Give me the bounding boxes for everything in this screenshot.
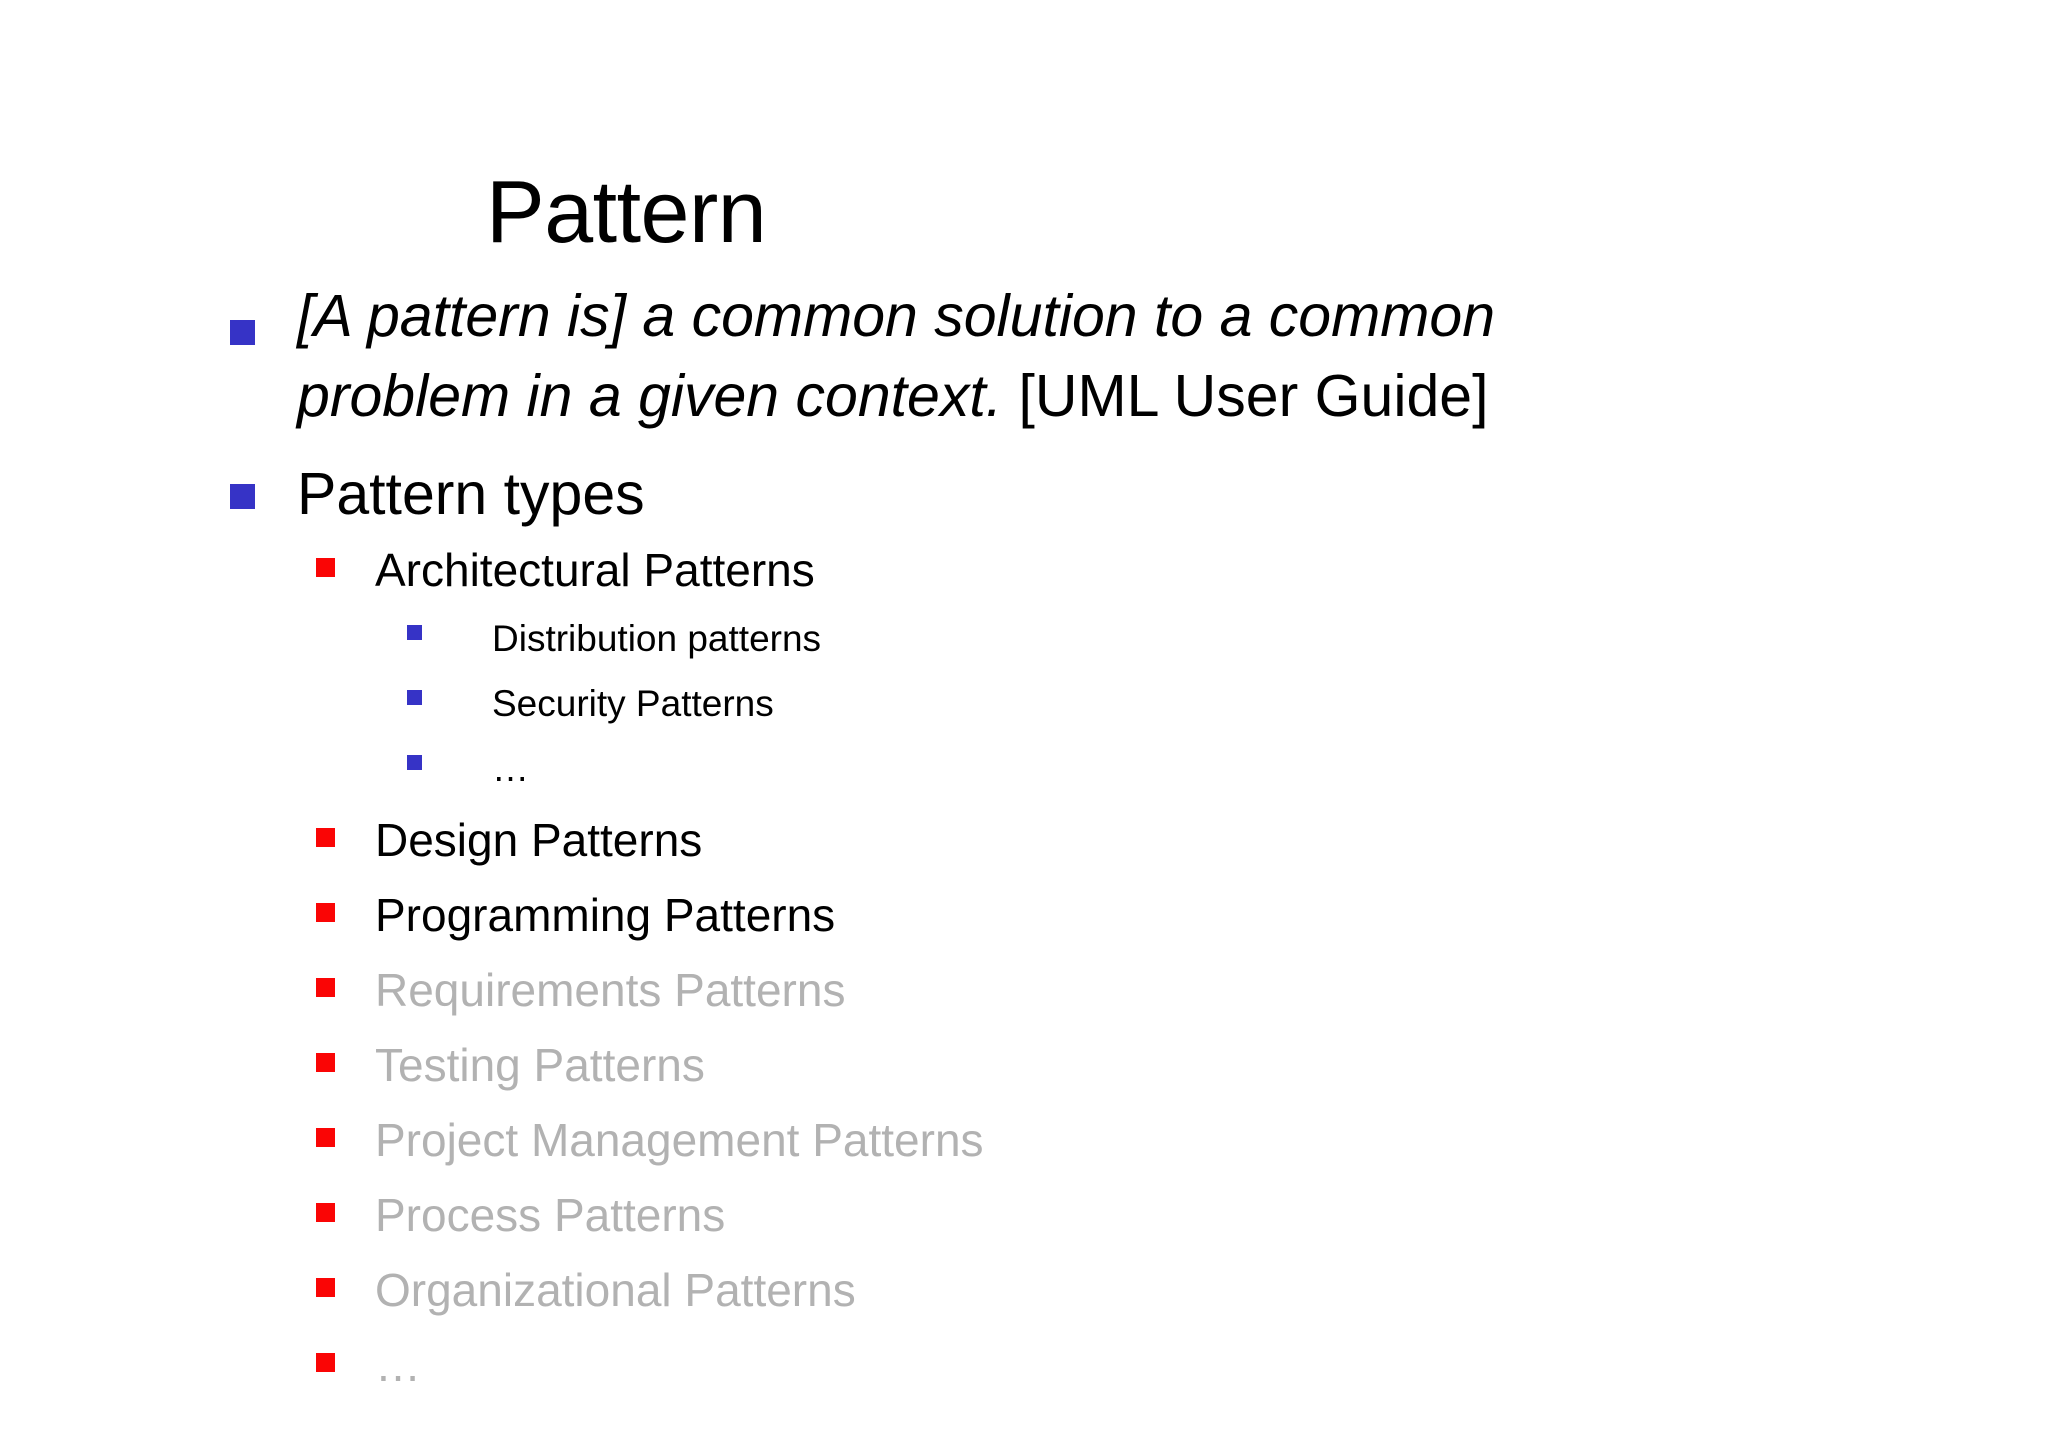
square-bullet-icon xyxy=(316,1053,335,1072)
square-bullet-icon xyxy=(316,903,335,922)
list-item-label: … xyxy=(375,1339,421,1391)
square-bullet-icon xyxy=(316,1353,335,1372)
square-bullet-icon xyxy=(316,828,335,847)
quote-source-part: [UML User Guide] xyxy=(1002,363,1489,429)
list-item-organizational-patterns: Organizational Patterns xyxy=(0,1256,2048,1325)
list-item-label: Security Patterns xyxy=(492,683,774,724)
list-item-quote: [A pattern is] a common solution to a co… xyxy=(0,276,2048,436)
list-item-process-patterns: Process Patterns xyxy=(0,1181,2048,1250)
list-item-label: Requirements Patterns xyxy=(375,964,846,1016)
list-item-project-management-patterns: Project Management Patterns xyxy=(0,1106,2048,1175)
square-bullet-icon xyxy=(316,1128,335,1147)
quote-text: [A pattern is] a common solution to a co… xyxy=(297,276,2048,436)
list-item-label: Design Patterns xyxy=(375,814,703,866)
list-item-label: Organizational Patterns xyxy=(375,1264,856,1316)
square-bullet-icon xyxy=(407,690,422,705)
list-item-label: Programming Patterns xyxy=(375,889,836,941)
list-item-pattern-types: Pattern types xyxy=(0,458,2048,530)
list-item-types-ellipsis: … xyxy=(0,1331,2048,1400)
square-bullet-icon xyxy=(316,1278,335,1297)
square-bullet-icon xyxy=(316,558,335,577)
quote-italic-part: [A pattern is] a common solution to a co… xyxy=(297,283,1512,429)
list-item-design-patterns: Design Patterns xyxy=(0,806,2048,875)
pattern-types-heading: Pattern types xyxy=(297,461,645,527)
list-item-programming-patterns: Programming Patterns xyxy=(0,881,2048,950)
square-bullet-icon xyxy=(407,755,422,770)
list-item-label: Project Management Patterns xyxy=(375,1114,984,1166)
list-item-architectural-patterns: Architectural Patterns xyxy=(0,536,2048,605)
slide-body: [A pattern is] a common solution to a co… xyxy=(0,276,2048,1400)
list-item-distribution-patterns: Distribution patterns xyxy=(0,607,2048,670)
square-bullet-icon xyxy=(407,625,422,640)
square-bullet-icon xyxy=(230,320,255,345)
square-bullet-icon xyxy=(316,978,335,997)
list-item-label: … xyxy=(492,748,529,789)
list-item-label: Architectural Patterns xyxy=(375,544,815,596)
page-title: Pattern xyxy=(486,161,767,261)
list-item-subtype-ellipsis: … xyxy=(0,737,2048,800)
list-item-label: Process Patterns xyxy=(375,1189,726,1241)
list-item-label: Testing Patterns xyxy=(375,1039,705,1091)
list-item-label: Distribution patterns xyxy=(492,618,822,659)
list-item-security-patterns: Security Patterns xyxy=(0,672,2048,735)
architectural-subtype-group: Distribution patterns Security Patterns … xyxy=(0,607,2048,800)
square-bullet-icon xyxy=(316,1203,335,1222)
list-item-testing-patterns: Testing Patterns xyxy=(0,1031,2048,1100)
square-bullet-icon xyxy=(230,484,255,509)
list-item-requirements-patterns: Requirements Patterns xyxy=(0,956,2048,1025)
